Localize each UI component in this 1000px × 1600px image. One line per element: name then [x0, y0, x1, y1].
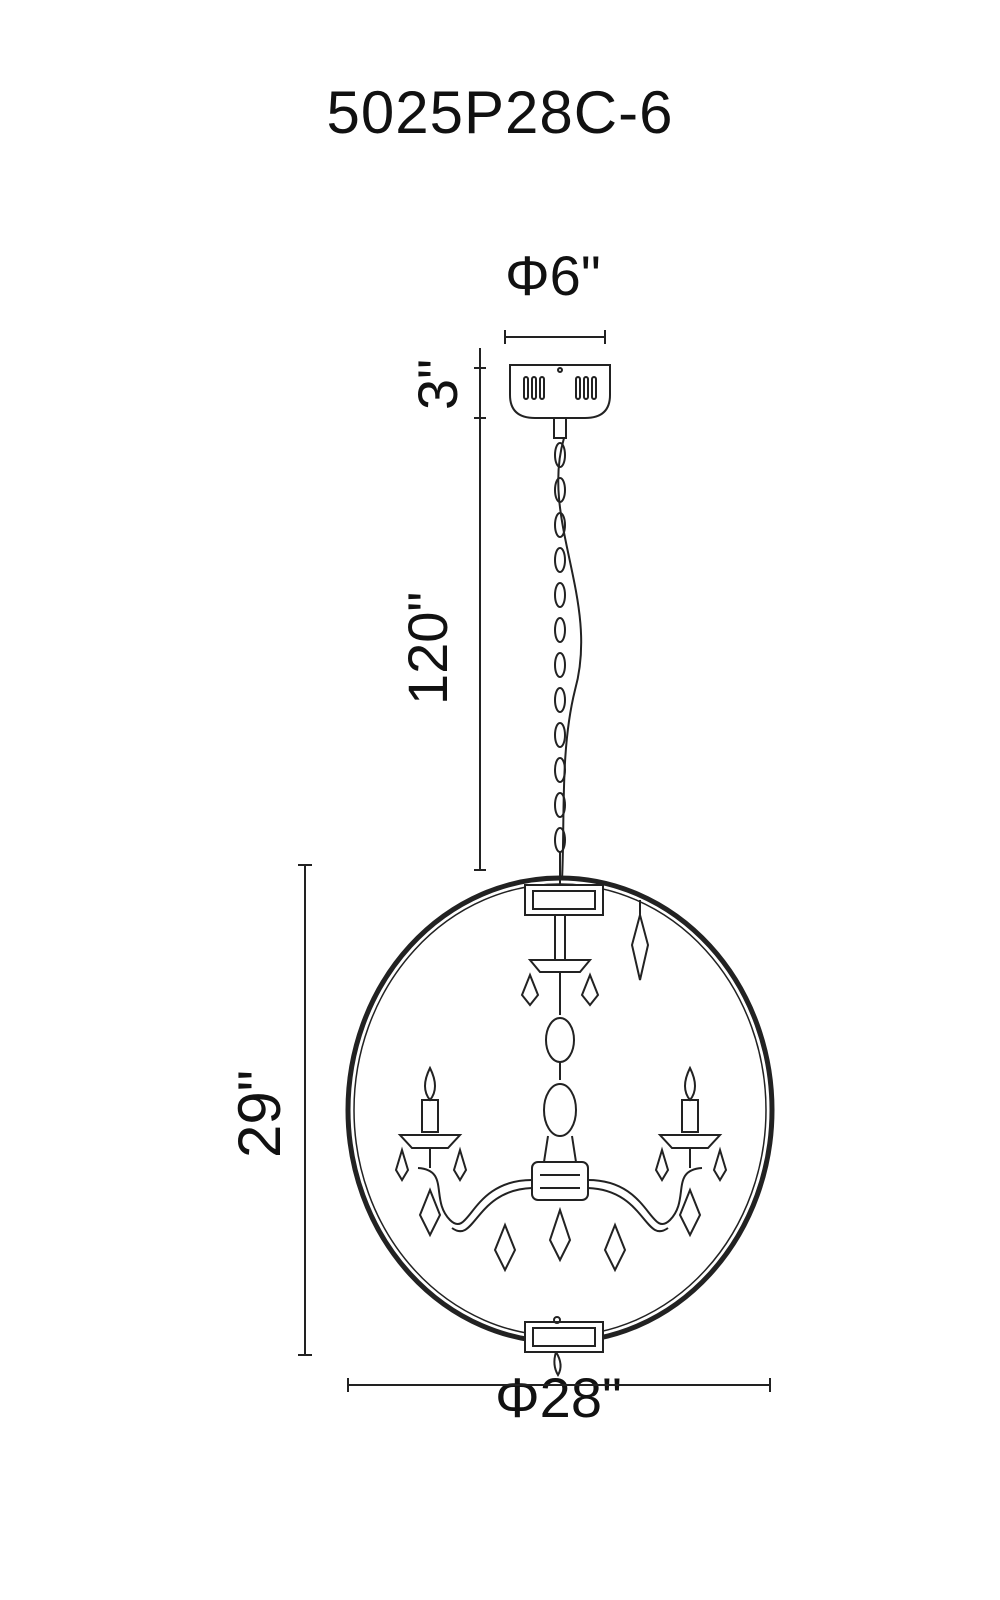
crystal-pendants [394, 900, 728, 1273]
canopy [509, 364, 611, 439]
right-arm [587, 1167, 703, 1226]
chain-length-dimension-line [474, 420, 486, 871]
right-candle [657, 1065, 723, 1168]
fixture-height-dimension-line [298, 864, 312, 1356]
power-wire [557, 437, 583, 881]
central-stem [527, 914, 593, 1201]
outer-ring [345, 875, 775, 1345]
canopy-width-dimension-line [504, 330, 606, 344]
fixture-width-dimension-line [347, 1378, 771, 1392]
canopy-diameter-label: Φ6" [505, 244, 601, 307]
left-arm [417, 1167, 533, 1226]
fixture-diameter-label: Φ28" [495, 1366, 622, 1429]
bottom-finial [553, 1351, 562, 1377]
model-number-title: 5025P28C-6 [326, 79, 674, 146]
chain [554, 442, 566, 885]
canopy-height-dimension-line [474, 348, 486, 420]
left-candle [397, 1065, 463, 1168]
